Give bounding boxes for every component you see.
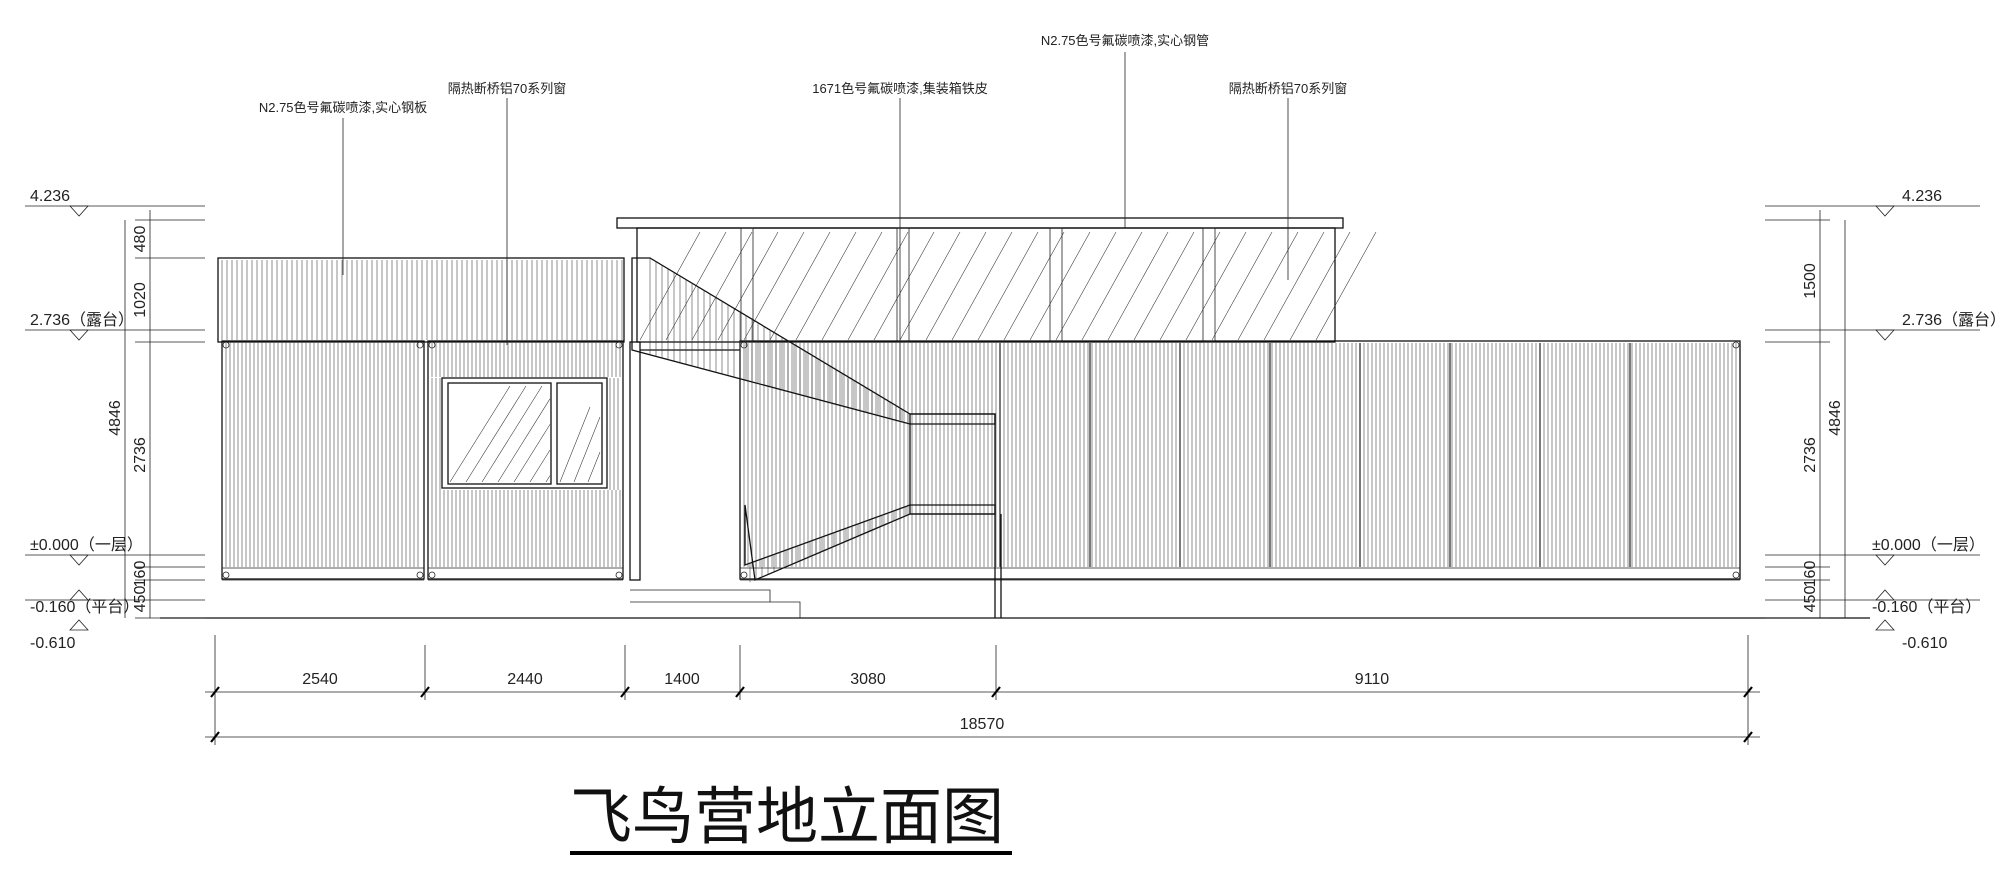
- level-right-3: ±0.000（一层）: [1872, 536, 1985, 554]
- vdim-right-total: 4846: [1827, 400, 1844, 436]
- hdim-5: 9110: [1355, 671, 1390, 688]
- level-left-1: 4.236: [30, 188, 70, 205]
- level-left-4: -0.160（平台）: [30, 598, 139, 616]
- level-right-1: 4.236: [1902, 188, 1942, 205]
- drawing-title: 飞鸟营地立面图: [570, 780, 1004, 853]
- vdim-right-2736: 2736: [1802, 437, 1819, 473]
- annotation-4: N2.75色号氟碳喷漆,实心钢管: [1041, 33, 1209, 48]
- vdim-left-2736: 2736: [132, 437, 149, 473]
- overall-dim: 18570: [960, 716, 1005, 733]
- building-elevation: [160, 217, 1870, 619]
- vdim-left-1020: 1020: [132, 282, 149, 318]
- annotation-5: 隔热断桥铝70系列窗: [1229, 81, 1347, 96]
- level-right-5: -0.610: [1902, 635, 1947, 652]
- hdim-2: 2440: [507, 671, 543, 688]
- vdim-left-160: 160: [132, 561, 149, 588]
- vdim-right-1500: 1500: [1802, 263, 1819, 299]
- level-left-2: 2.736（露台）: [30, 311, 134, 329]
- hdim-4: 3080: [850, 671, 886, 688]
- labels: N2.75色号氟碳喷漆,实心钢板 隔热断桥铝70系列窗 1671色号氟碳喷漆,集…: [30, 33, 2000, 855]
- level-left-5: -0.610: [30, 635, 75, 652]
- hdim-1: 2540: [302, 671, 338, 688]
- dimension-lines: [25, 52, 1980, 745]
- vdim-left-total: 4846: [107, 400, 124, 436]
- annotation-3: 1671色号氟碳喷漆,集装箱铁皮: [812, 81, 988, 96]
- annotation-2: 隔热断桥铝70系列窗: [448, 81, 566, 96]
- vdim-left-480: 480: [132, 226, 149, 253]
- level-right-2: 2.736（露台）: [1902, 311, 2000, 329]
- annotation-1: N2.75色号氟碳喷漆,实心钢板: [259, 100, 427, 115]
- level-left-3: ±0.000（一层）: [30, 536, 143, 554]
- hdim-3: 1400: [664, 671, 700, 688]
- vdim-left-450: 450: [132, 586, 149, 613]
- vdim-right-160: 160: [1802, 561, 1819, 588]
- level-right-4: -0.160（平台）: [1872, 598, 1981, 616]
- vdim-right-450: 450: [1802, 586, 1819, 613]
